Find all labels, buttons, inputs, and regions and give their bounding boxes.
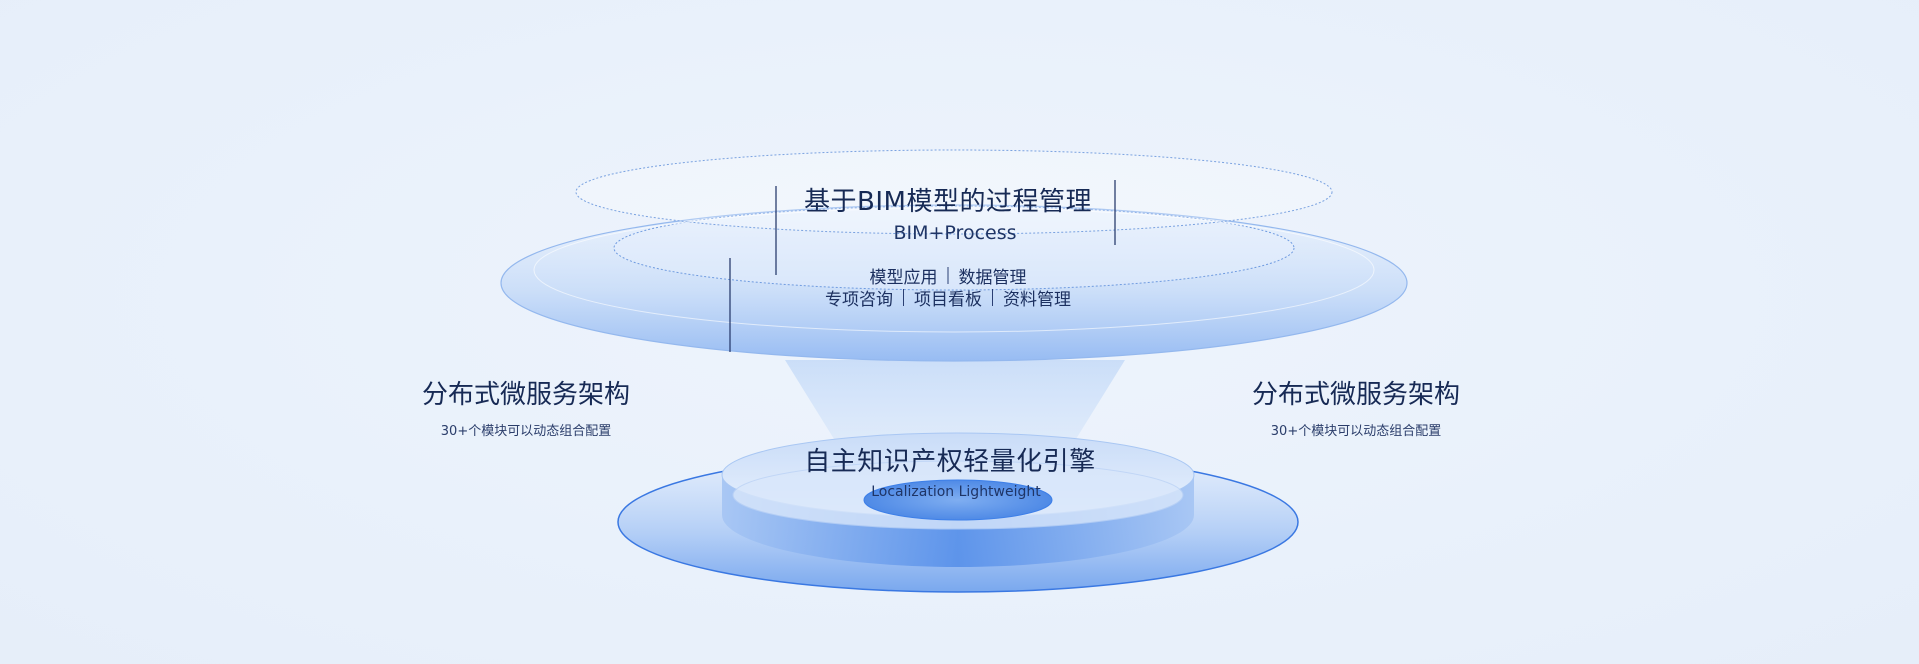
feature-document-management: 资料管理 — [1003, 290, 1071, 310]
top-upper-ring — [575, 149, 1333, 235]
top-edge-highlight — [533, 207, 1375, 333]
left-module-subtitle: 30+个模块可以动态组合配置 — [440, 424, 612, 439]
right-module-title: 分布式微服务架构 — [1251, 380, 1461, 410]
right-module-subtitle: 30+个模块可以动态组合配置 — [1270, 424, 1442, 439]
feature-separator — [992, 289, 993, 306]
base-module-subtitle: Localization Lightweight — [871, 484, 1041, 500]
top-module-subtitle: BIM+Process — [893, 222, 1017, 244]
base-core — [863, 479, 1053, 521]
top-module-features-row1: 模型应用 数据管理 — [870, 263, 1027, 288]
base-module — [617, 432, 1299, 593]
feature-separator — [947, 267, 949, 284]
feature-special-consulting: 专项咨询 — [825, 290, 893, 310]
left-module-title: 分布式微服务架构 — [421, 380, 631, 410]
top-inner-disc — [613, 205, 1295, 291]
top-module — [500, 149, 1408, 362]
feature-separator — [903, 289, 904, 306]
feature-data-management: 数据管理 — [958, 268, 1027, 288]
top-module-title: 基于BIM模型的过程管理 — [804, 187, 1092, 217]
feature-project-dashboard: 项目看板 — [914, 290, 982, 310]
base-module-title: 自主知识产权轻量化引擎 — [804, 447, 1096, 477]
feature-model-application: 模型应用 — [869, 268, 938, 288]
top-module-features-row2: 专项咨询 项目看板 资料管理 — [825, 285, 1071, 310]
